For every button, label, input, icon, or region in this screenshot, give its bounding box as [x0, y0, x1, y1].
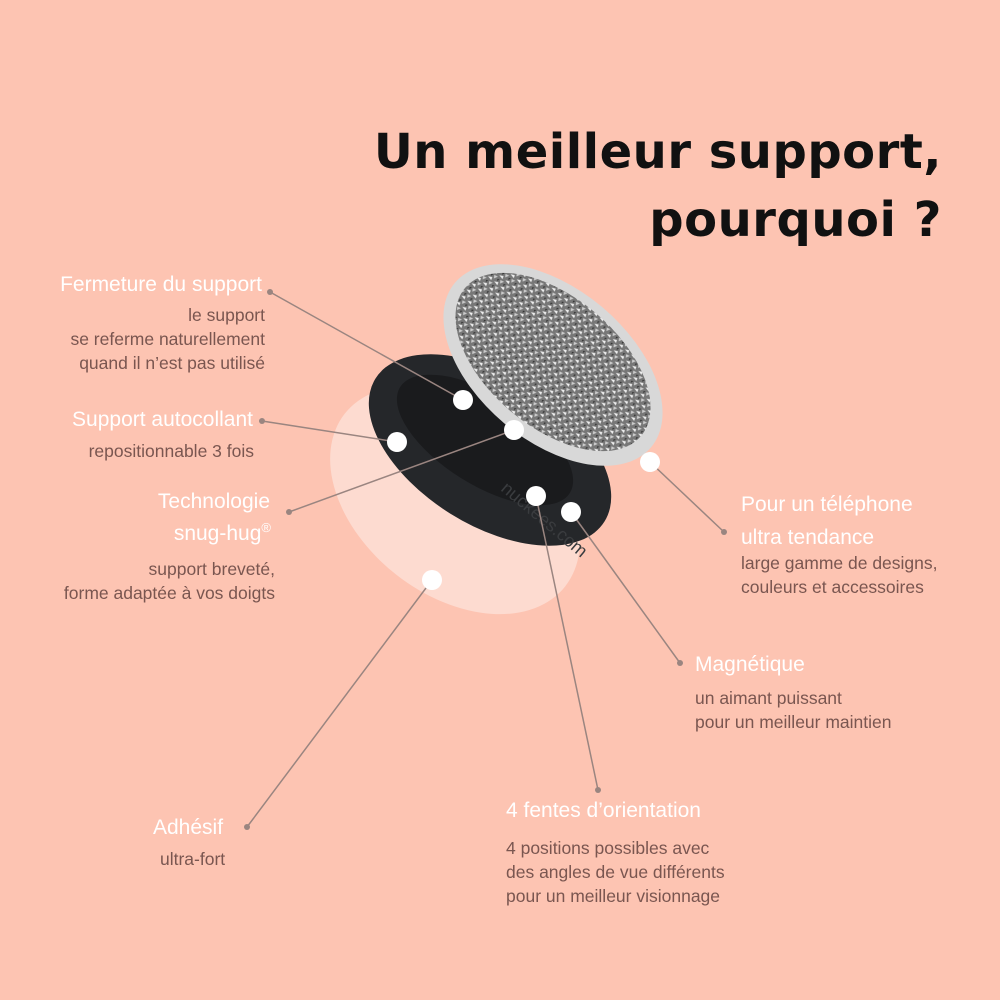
- snug-hug-desc: support breveté, forme adaptée à vos doi…: [64, 557, 275, 605]
- title-line: Technologie: [157, 490, 270, 513]
- desc-line: couleurs et accessoires: [741, 577, 924, 597]
- title-line: snug-hug®: [158, 515, 271, 547]
- desc-line: large gamme de designs,: [741, 553, 938, 573]
- desc-line: support breveté,: [148, 559, 275, 579]
- desc-line: pour un meilleur maintien: [695, 712, 892, 732]
- desc-line: se referme naturellement: [70, 329, 265, 349]
- registered-mark: ®: [261, 520, 271, 535]
- magnetic-desc: un aimant puissant pour un meilleur main…: [695, 686, 892, 734]
- title-line: Pour un téléphone: [741, 493, 913, 516]
- page-title: Un meilleur support, pourquoi ?: [374, 118, 942, 254]
- snug-hug-text: snug-hug: [173, 522, 262, 545]
- desc-line: le support: [188, 305, 265, 325]
- snug-hug-title: Technologie snug-hug®: [158, 489, 271, 547]
- desc-line: un aimant puissant: [695, 688, 842, 708]
- phone-desc: large gamme de designs, couleurs et acce…: [741, 551, 938, 599]
- title-line: ultra tendance: [741, 526, 875, 549]
- title-line-1: Un meilleur support,: [373, 124, 942, 180]
- hotspot-dots: [387, 390, 660, 590]
- adhesive-support-title: Support autocollant: [72, 408, 253, 431]
- magnetic-title: Magnétique: [695, 653, 805, 676]
- desc-line: des angles de vue différents: [506, 862, 725, 882]
- title-line-2: pourquoi ?: [649, 192, 942, 248]
- desc-line: 4 positions possibles avec: [506, 838, 710, 858]
- desc-line: pour un meilleur visionnage: [506, 886, 721, 906]
- adhesive-desc: ultra-fort: [160, 849, 226, 869]
- adhesive-support-desc: repositionnable 3 fois: [88, 441, 254, 461]
- desc-line: quand il n’est pas utilisé: [79, 353, 265, 373]
- slots-desc: 4 positions possibles avec des angles de…: [506, 836, 725, 908]
- slots-title: 4 fentes d’orientation: [506, 799, 701, 822]
- closure-desc: le support se referme naturellement quan…: [70, 303, 265, 375]
- desc-line: forme adaptée à vos doigts: [63, 583, 275, 603]
- closure-title: Fermeture du support: [60, 273, 262, 296]
- adhesive-title: Adhésif: [153, 816, 224, 839]
- phone-title: Pour un téléphone ultra tendance: [741, 488, 913, 554]
